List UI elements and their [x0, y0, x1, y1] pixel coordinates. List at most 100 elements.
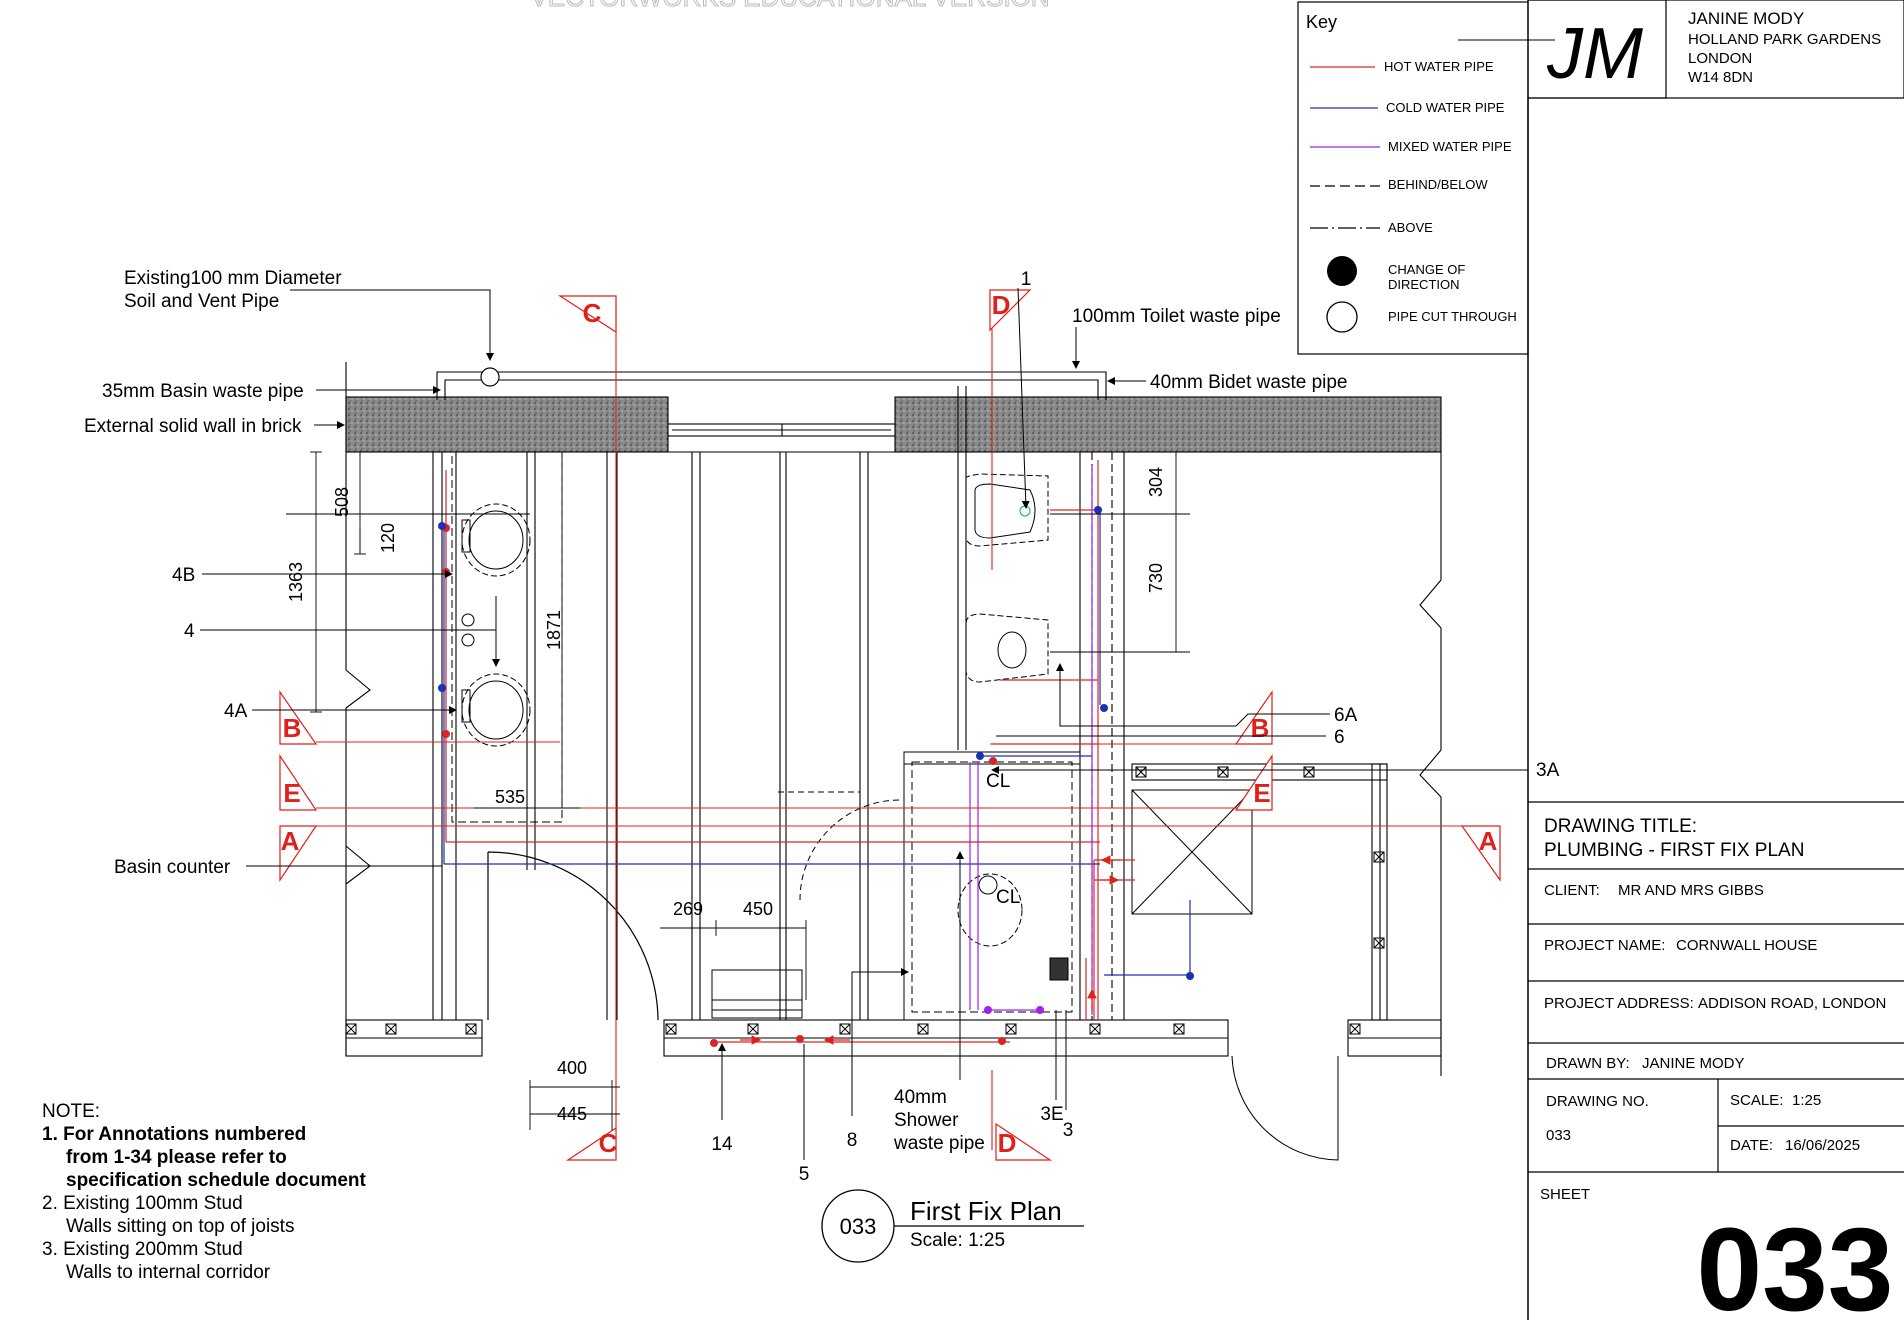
dim-535: 535 — [495, 787, 525, 807]
section-marker-c-bottom: C — [566, 1126, 618, 1161]
shower-drain-icon — [978, 875, 998, 895]
basin-lower — [461, 673, 531, 747]
section-marker-c-top: C — [557, 295, 617, 334]
callout-8: 8 — [847, 1130, 858, 1151]
door-swing — [487, 851, 659, 1021]
callout-3e: 3E — [1040, 1104, 1063, 1125]
logo: JM — [1546, 14, 1643, 94]
cold-node — [1186, 972, 1194, 980]
shower-valve-icon — [1049, 957, 1069, 981]
hot-node — [442, 730, 450, 738]
stud — [1173, 1023, 1185, 1035]
key-cold-label: COLD WATER PIPE — [1386, 100, 1505, 115]
annotations: Existing100 mm Diameter Soil and Vent Pi… — [84, 268, 1560, 1185]
key-legend: Key HOT WATER PIPE COLD WATER PIPE MIXED… — [1297, 1, 1529, 355]
hot-node — [998, 1037, 1006, 1045]
drawn-by-label: DRAWN BY: — [1546, 1055, 1630, 1072]
mixed-node — [984, 1006, 992, 1014]
annotation-soil-vent-1: Existing100 mm Diameter — [124, 268, 342, 289]
cold-node — [1100, 704, 1108, 712]
hot-water-pipes — [445, 460, 1135, 1043]
annotation-external-wall: External solid wall in brick — [84, 416, 302, 437]
stud — [1217, 766, 1229, 778]
towel-rail — [711, 969, 803, 1019]
scale-label: SCALE: — [1730, 1092, 1783, 1109]
door-swing-right — [1231, 1055, 1339, 1161]
plan-title-text: First Fix Plan — [910, 1196, 1062, 1226]
sheet-number: 033 — [1697, 1204, 1894, 1320]
dimensions: 508 120 1363 1871 535 304 730 269 450 40… — [286, 467, 1166, 1124]
date-label: DATE: — [1730, 1137, 1773, 1154]
title-block: DRAWING TITLE: PLUMBING - FIRST FIX PLAN… — [1527, 98, 1904, 1320]
hot-node — [796, 1035, 804, 1043]
dim-445: 445 — [557, 1104, 587, 1124]
dim-304: 304 — [1146, 467, 1166, 497]
mixed-water-pipes — [969, 465, 1093, 1015]
toilet — [965, 473, 1049, 547]
stud — [665, 1023, 677, 1035]
annotation-shower-waste-1: 40mm — [894, 1087, 947, 1108]
dim-1363: 1363 — [286, 562, 306, 602]
project-address-label: PROJECT ADDRESS: — [1544, 995, 1694, 1012]
drawing-title: PLUMBING - FIRST FIX PLAN — [1544, 840, 1804, 861]
notes: NOTE: 1. For Annotations numbered from 1… — [42, 1101, 367, 1283]
callout-3: 3 — [1063, 1120, 1074, 1141]
svg-text:D: D — [992, 290, 1011, 320]
logo-block: JM — [1458, 0, 1667, 99]
client: MR AND MRS GIBBS — [1618, 882, 1764, 899]
cold-node — [976, 752, 984, 760]
dim-120: 120 — [378, 523, 398, 553]
key-behind-label: BEHIND/BELOW — [1388, 177, 1488, 192]
pipe-cut-icon — [1019, 505, 1031, 517]
drawing-no: 033 — [1546, 1127, 1571, 1144]
stud — [1373, 851, 1385, 863]
key-change-line2: DIRECTION — [1388, 277, 1460, 292]
hot-node — [989, 757, 997, 765]
flow-arrows — [740, 855, 1120, 1045]
note-1c: specification schedule document — [66, 1170, 367, 1191]
note-2b: Walls sitting on top of joists — [66, 1216, 294, 1237]
address-line2: LONDON — [1688, 50, 1752, 67]
stud — [1089, 1023, 1101, 1035]
bidet — [965, 613, 1049, 683]
callout-6a: 6A — [1334, 705, 1358, 726]
callout-4a: 4A — [224, 701, 248, 722]
pipe-cut-through-icon — [1326, 301, 1358, 333]
shower-tray — [903, 751, 1081, 1021]
stud — [1135, 766, 1147, 778]
dim-508: 508 — [332, 487, 352, 517]
plan-title: 033 First Fix Plan Scale: 1:25 — [821, 1189, 1084, 1263]
key-mixed-label: MIXED WATER PIPE — [1388, 139, 1512, 154]
stud — [465, 1023, 477, 1035]
callout-3a: 3A — [1536, 760, 1560, 781]
svg-text:D: D — [998, 1128, 1017, 1158]
project-name-label: PROJECT NAME: — [1544, 937, 1665, 954]
annotation-soil-vent-2: Soil and Vent Pipe — [124, 291, 279, 312]
callout-6: 6 — [1334, 727, 1345, 748]
stud — [345, 1023, 357, 1035]
address-name: JANINE MODY — [1688, 9, 1804, 28]
note-1a: 1. For Annotations numbered — [42, 1124, 306, 1145]
watermark: VECTORWORKS EDUCATIONAL VERSION — [530, 0, 1049, 12]
svg-text:A: A — [1479, 826, 1498, 856]
callout-4b: 4B — [172, 565, 195, 586]
annotation-basin-waste: 35mm Basin waste pipe — [102, 381, 304, 402]
dim-730: 730 — [1146, 563, 1166, 593]
dim-269: 269 — [673, 899, 703, 919]
note-2a: 2. Existing 100mm Stud — [42, 1193, 243, 1214]
cold-node — [438, 522, 446, 530]
external-brick-wall-left — [345, 396, 669, 453]
plan-scale: Scale: 1:25 — [910, 1230, 1005, 1251]
project-address: ADDISON ROAD, LONDON — [1698, 995, 1886, 1012]
key-above-label: ABOVE — [1388, 220, 1433, 235]
wall-studs — [345, 766, 1385, 1035]
section-marker-d-top: D — [989, 289, 1032, 332]
svg-text:E: E — [1253, 778, 1270, 808]
dim-450: 450 — [743, 899, 773, 919]
section-marker-d-bottom: D — [995, 1122, 1052, 1161]
key-change-line1: CHANGE OF — [1388, 262, 1465, 277]
cold-node — [438, 684, 446, 692]
notes-heading: NOTE: — [42, 1101, 100, 1122]
section-marker-e-left: E — [279, 754, 318, 811]
